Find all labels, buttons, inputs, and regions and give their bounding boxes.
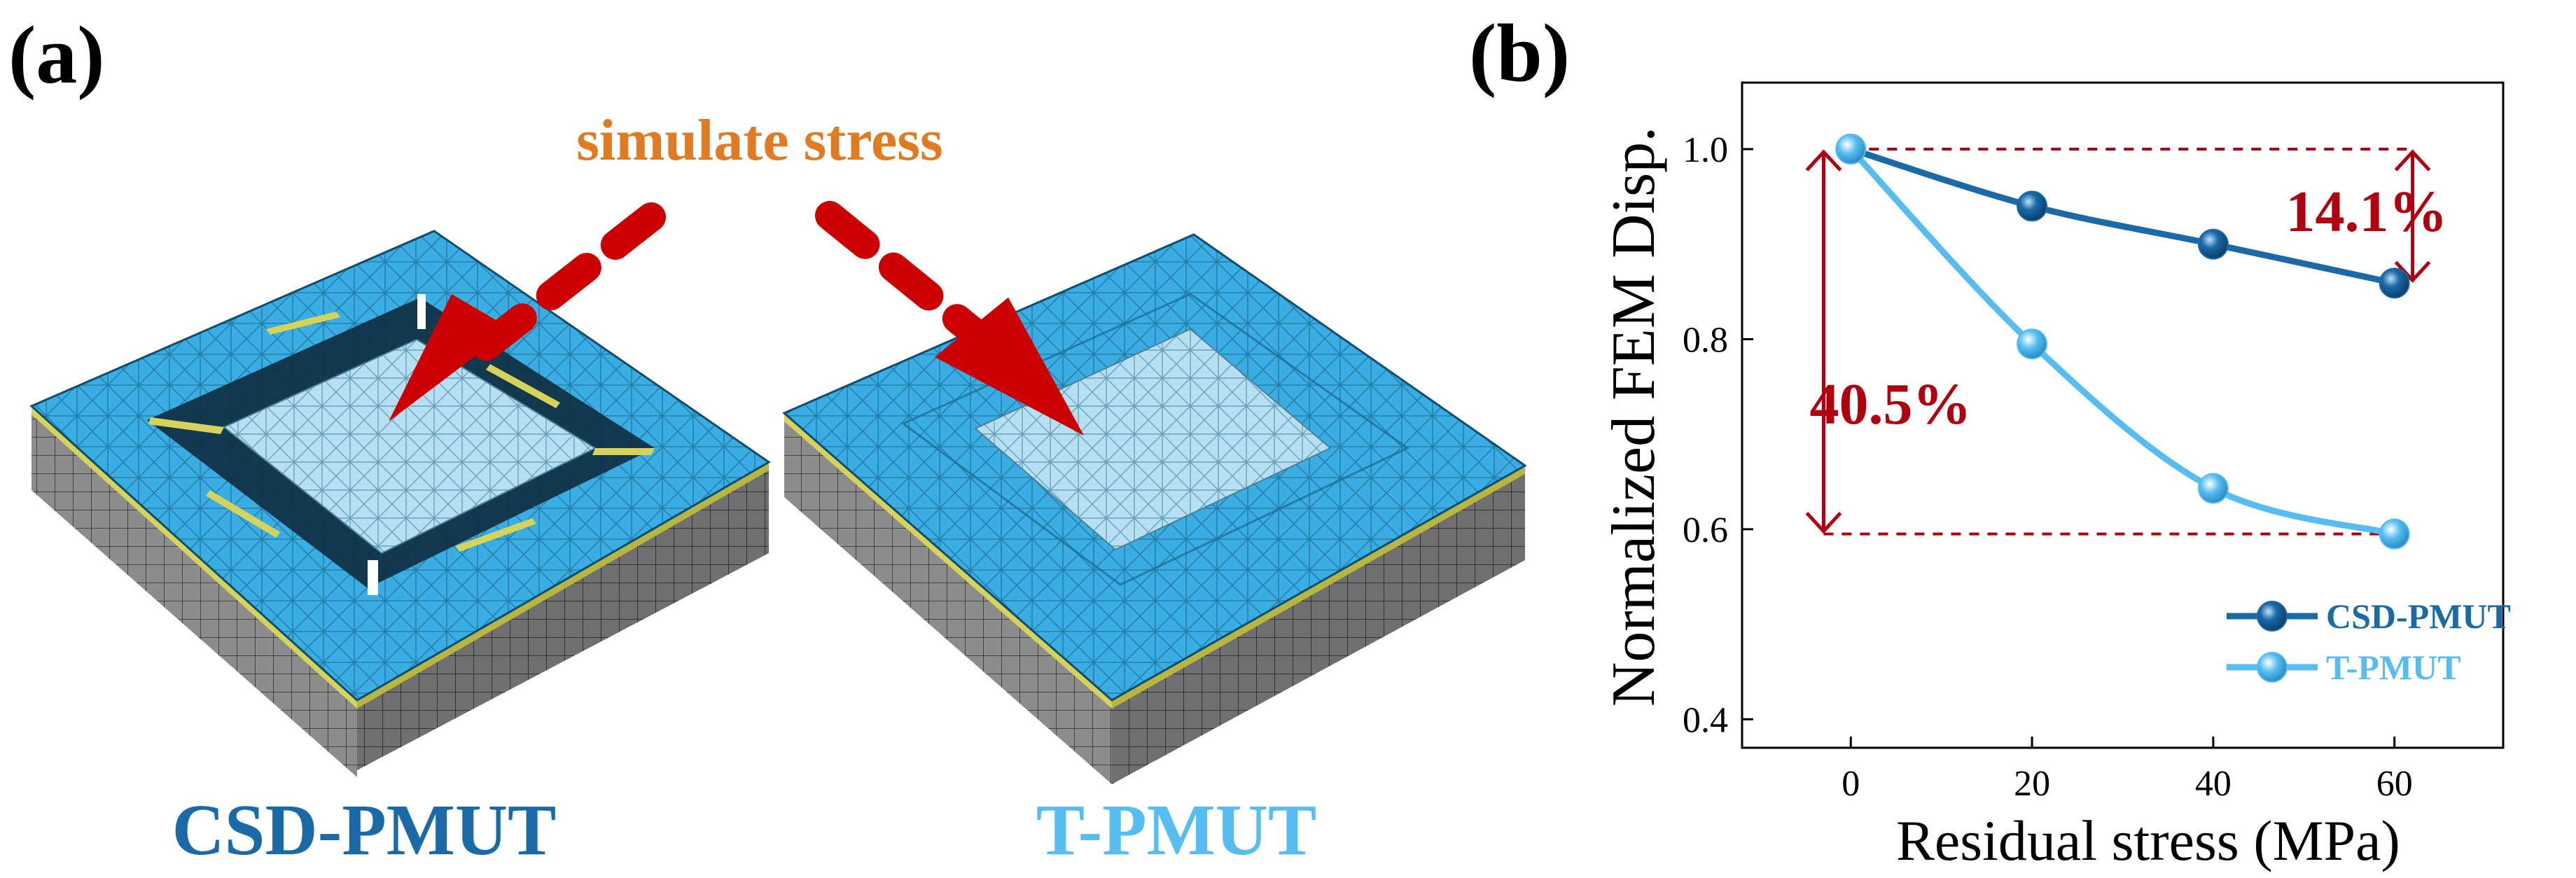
panel-b-label: (b) <box>1469 7 1570 99</box>
csd-yellow-layer-right <box>357 462 769 709</box>
t-pmut-label: T-PMUT <box>1036 790 1317 870</box>
csd-pmut-data-point <box>2017 190 2048 222</box>
csd-substrate-front-left-face <box>32 406 357 770</box>
csd-pmut-legend-label: CSD-PMUT <box>2326 597 2511 636</box>
t-center-membrane <box>974 328 1332 551</box>
x-tick-label: 20 <box>2014 764 2050 804</box>
csd-electrode-strip <box>486 364 560 408</box>
csd-pmut-series-line <box>1849 146 2395 286</box>
panel-a: (a) simulate stress <box>8 9 1527 870</box>
y-axis-label: Normalized FEM Disp. <box>1600 127 1668 707</box>
panel-a-label: (a) <box>8 9 105 101</box>
t-yellow-layer-right <box>1112 466 1525 709</box>
x-tick-label: 0 <box>1842 764 1860 804</box>
csd-corner-slot <box>368 560 378 595</box>
csd-pmut-legend-marker <box>2257 601 2288 632</box>
csd-substrate-right-face <box>357 462 769 770</box>
x-axis-label: Residual stress (MPa) <box>1896 809 2400 872</box>
csd-electrode-strip <box>455 518 536 552</box>
x-tick-label: 40 <box>2195 764 2232 804</box>
plot-frame <box>1741 81 2505 749</box>
t-substrate-right-face <box>1112 466 1525 784</box>
t-drop-annotation: 40.5% <box>1810 372 1972 437</box>
t-pmut-model <box>782 233 1527 784</box>
legend: CSD-PMUT T-PMUT <box>2227 597 2511 687</box>
csd-pmut-data-point <box>2197 228 2229 260</box>
t-pmut-series-line <box>1848 146 2395 538</box>
t-pmut-drop-arrow-head-top <box>1805 149 1842 172</box>
t-pmut-drop-arrow-head-bottom <box>1805 511 1842 534</box>
csd-yellow-layer-left <box>32 406 357 709</box>
t-substrate-front-left-face <box>784 413 1112 784</box>
csd-electrode-strip <box>592 448 655 455</box>
simulate-stress-label: simulate stress <box>576 108 942 173</box>
csd-corner-slot <box>417 294 426 329</box>
csd-electrode-strip <box>266 312 340 335</box>
t-membrane-ring <box>901 293 1409 586</box>
csd-pmut-label: CSD-PMUT <box>172 790 557 870</box>
csd-pmut-drop-arrow-head-top <box>2394 149 2431 172</box>
y-axis-ticks: 0.4 0.6 0.8 1.0 <box>1683 130 1753 740</box>
t-pmut-data-point <box>1835 134 1867 165</box>
csd-drop-annotation: 14.1% <box>2286 179 2448 244</box>
y-tick-label: 0.6 <box>1683 510 1728 550</box>
t-pmut-legend-label: T-PMUT <box>2326 648 2461 687</box>
x-tick-label: 60 <box>2376 764 2413 804</box>
t-yellow-layer-left <box>784 413 1112 709</box>
panel-b: (b) Normalized FEM Disp. Residual stress… <box>1469 7 2511 872</box>
t-pmut-data-point <box>2379 518 2410 550</box>
t-pmut-legend-marker <box>2257 652 2288 683</box>
y-tick-label: 1.0 <box>1683 130 1728 170</box>
series-lines <box>1848 146 2395 538</box>
series-points <box>1835 134 2410 550</box>
t-pmut-data-point <box>2197 473 2229 504</box>
csd-pmut-drop-arrow-head-bottom <box>2394 260 2431 284</box>
y-tick-label: 0.8 <box>1683 320 1728 360</box>
y-tick-label: 0.4 <box>1683 700 1728 740</box>
drop-guides <box>1805 148 2431 536</box>
csd-electrode-strip <box>206 490 280 538</box>
stress-arrow-right <box>815 201 1084 435</box>
x-axis-ticks: 0 20 40 60 <box>1842 737 2413 804</box>
t-pmut-data-point <box>2017 328 2048 360</box>
csd-electrode-strip <box>148 417 224 434</box>
csd-pmut-data-point <box>2379 267 2410 299</box>
stress-arrow-left <box>389 202 666 421</box>
csd-pmut-model <box>29 230 771 777</box>
plot-area-border <box>1741 81 2505 749</box>
